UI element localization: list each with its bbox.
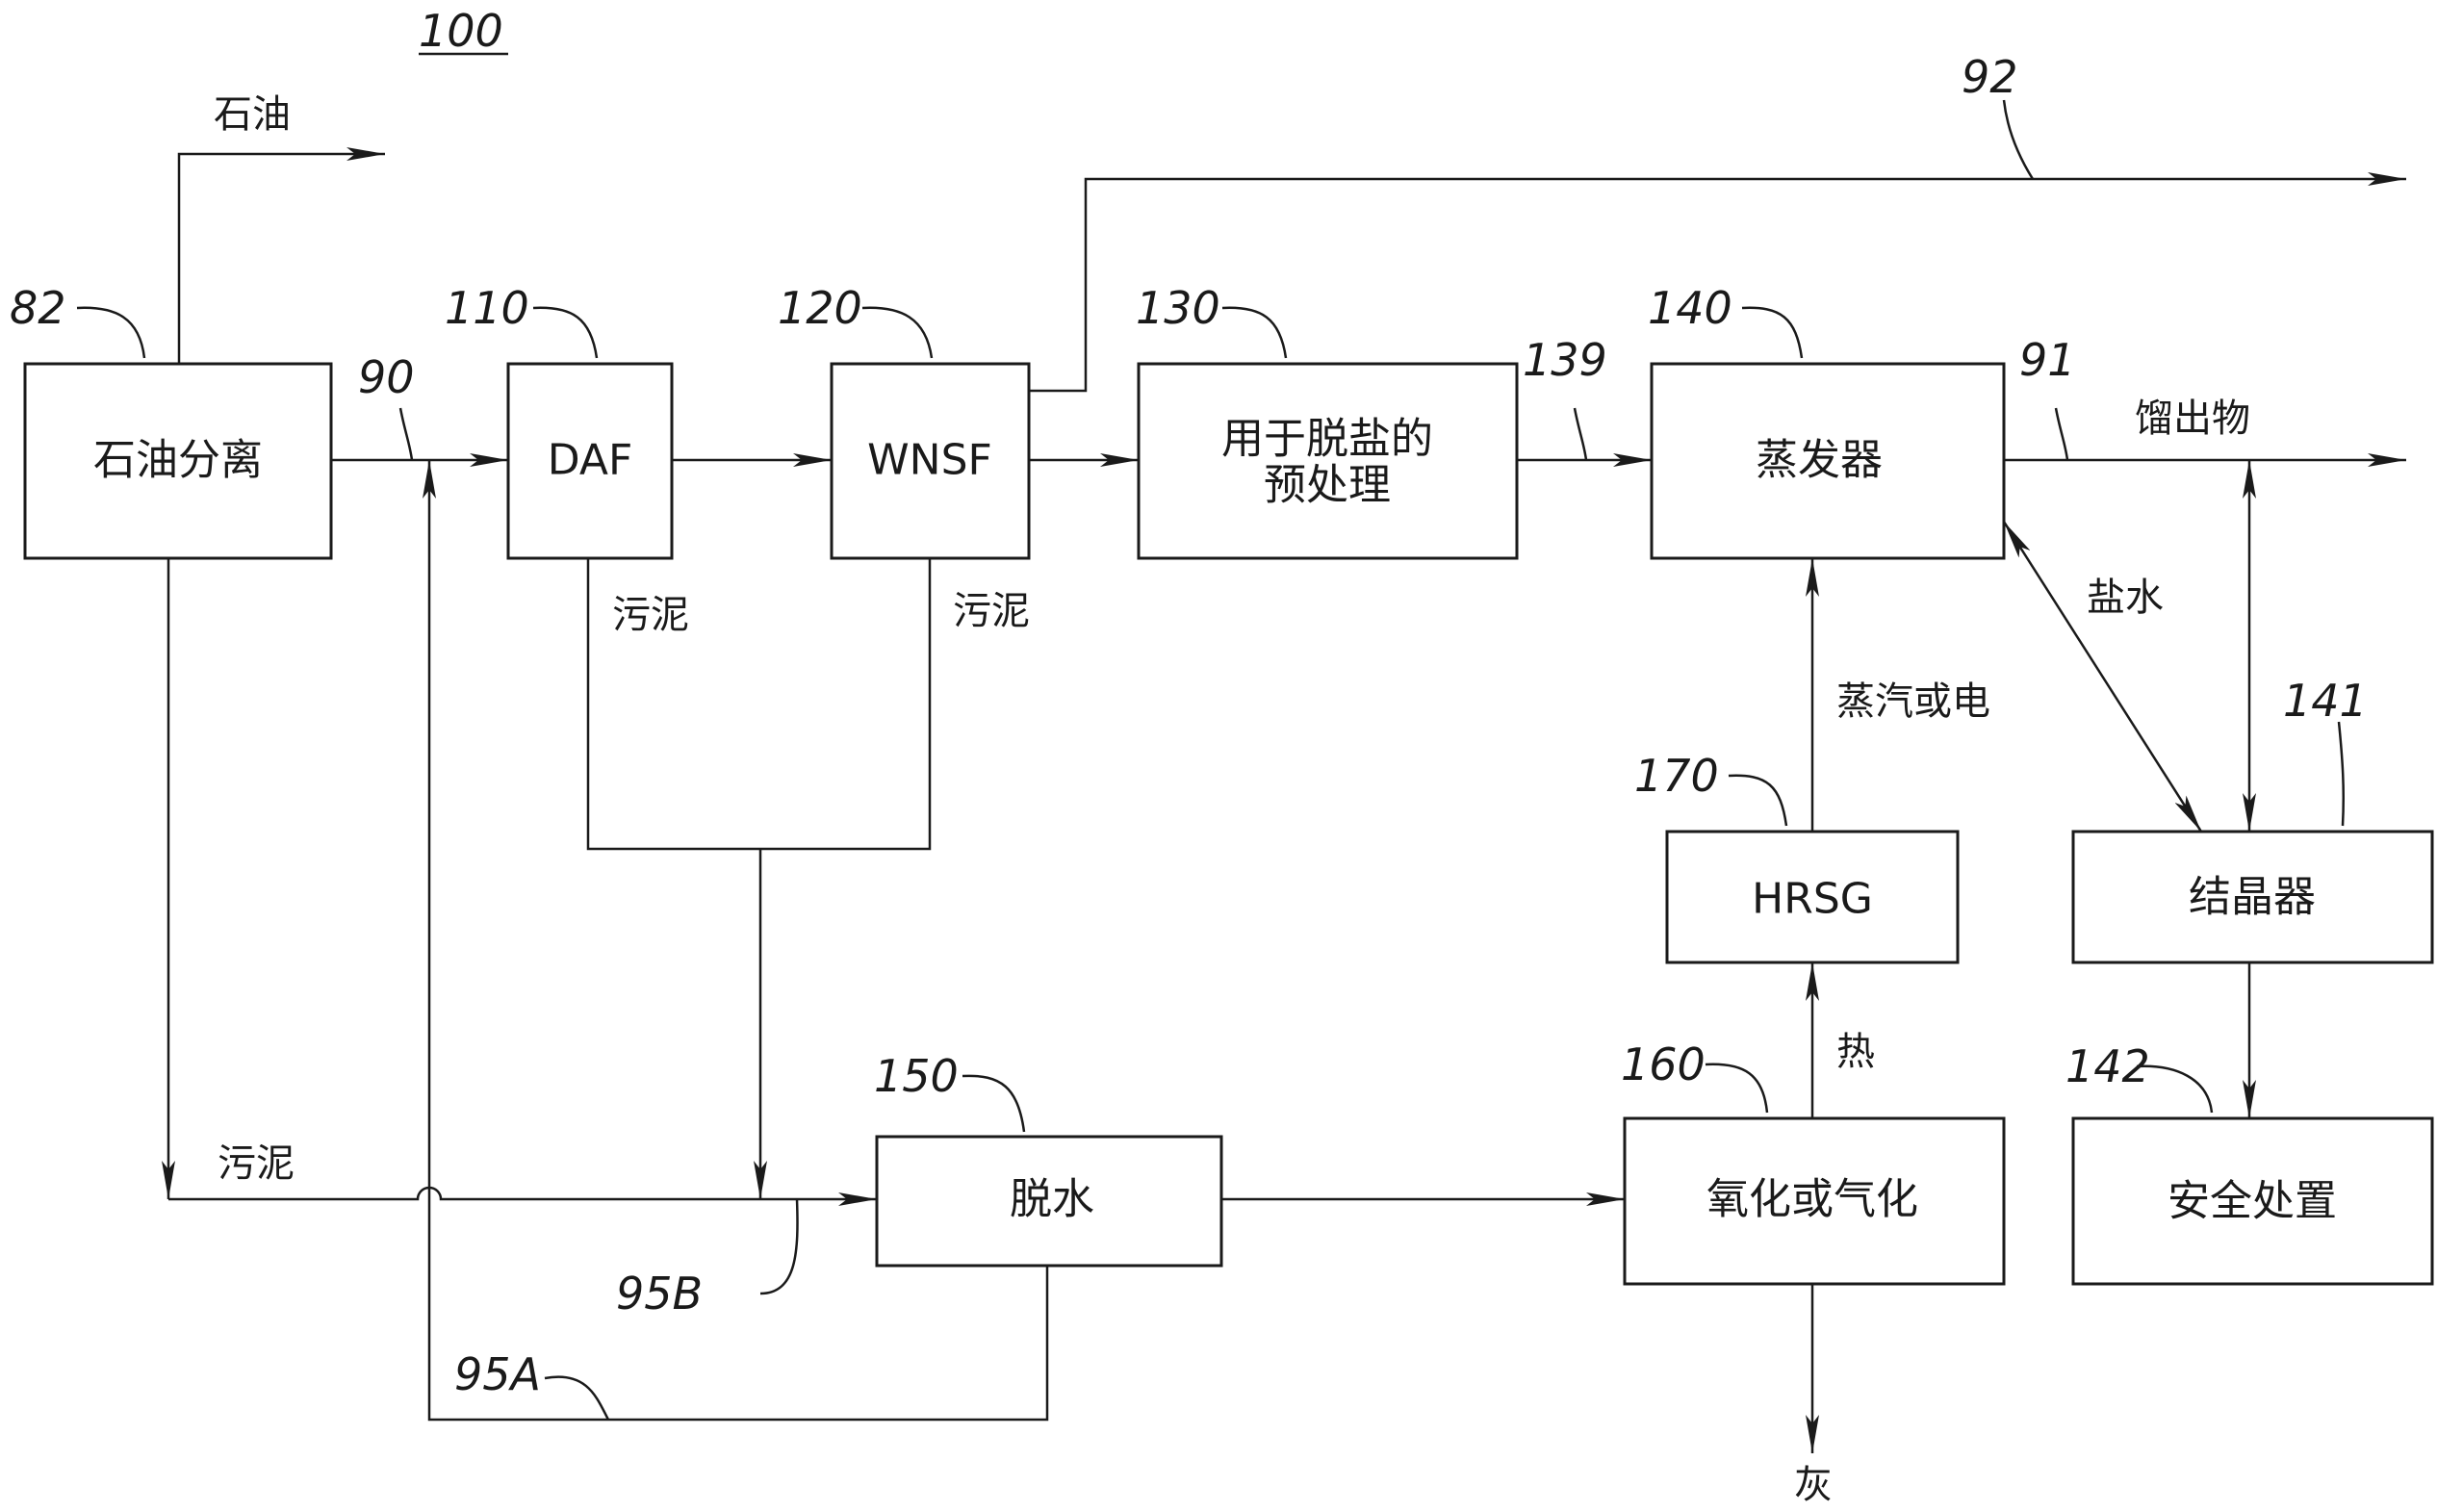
ref-90: 90 [358, 351, 415, 403]
ref-91: 91 [2019, 334, 2076, 386]
ref-110: 110 [445, 282, 529, 334]
leader-141 [2337, 721, 2346, 827]
stream-95b [168, 1186, 877, 1206]
ref-130: 130 [1136, 282, 1220, 334]
box-wnsf: WNSF [830, 362, 1031, 560]
box-dewatering: 脱水 [875, 1135, 1223, 1268]
label-brine: 盐水 [2087, 576, 2164, 620]
box-evaporator: 蒸发器 [1650, 362, 2006, 560]
stream-brine [2002, 521, 2203, 833]
box-oil-separation-label: 石油分离 [93, 436, 263, 485]
label-steam-or-power: 蒸汽或电 [1836, 679, 1990, 724]
leader-120 [861, 306, 934, 359]
box-daf: DAF [506, 362, 674, 560]
leader-95b [759, 1198, 799, 1295]
box-oxidation-label: 氧化或气化 [1706, 1175, 1918, 1224]
box-pretreatment-label-line2: 预处理 [1264, 461, 1391, 510]
box-crystallizer-label: 结晶器 [2189, 873, 2316, 922]
ref-92: 92 [1962, 51, 2018, 103]
leader-150 [962, 1074, 1026, 1133]
leader-90 [398, 407, 414, 461]
box-pretreatment-label-line1: 用于脱盐的 [1221, 415, 1433, 464]
leader-160 [1705, 1063, 1769, 1114]
label-sludge-wnsf: 污泥 [953, 589, 1030, 633]
ref-120: 120 [778, 282, 862, 334]
leader-140 [1741, 306, 1804, 359]
box-dewatering-label: 脱水 [1010, 1175, 1094, 1224]
box-daf-label: DAF [548, 436, 633, 485]
leader-92 [2002, 99, 2035, 180]
stream-sludge-collector [586, 558, 932, 851]
leader-110 [532, 306, 599, 359]
leader-95a [544, 1375, 610, 1421]
label-distillate: 馏出物 [2135, 397, 2250, 441]
box-evaporator-label: 蒸发器 [1756, 436, 1883, 485]
box-wnsf-label: WNSF [867, 436, 992, 485]
ref-95a: 95A [454, 1348, 541, 1400]
stream-oil-out [177, 147, 385, 364]
ref-139: 139 [1523, 334, 1607, 386]
box-hrsg: HRSG [1665, 830, 1960, 964]
ref-170: 170 [1634, 750, 1719, 802]
ref-160: 160 [1621, 1038, 1706, 1090]
stream-95a [423, 460, 1049, 1422]
ref-150: 150 [874, 1050, 959, 1102]
leader-139 [1573, 407, 1588, 461]
label-sludge-daf: 污泥 [612, 593, 689, 637]
ref-142: 142 [2065, 1040, 2150, 1092]
ref-140: 140 [1648, 282, 1732, 334]
ref-82: 82 [10, 282, 66, 334]
label-sludge-oil: 污泥 [218, 1141, 295, 1186]
leader-82 [76, 306, 146, 359]
box-crystallizer: 结晶器 [2071, 830, 2434, 964]
figure-number: 100 [419, 5, 503, 57]
leader-170 [1728, 774, 1788, 827]
label-oil-out: 石油 [214, 92, 291, 137]
box-hrsg-label: HRSG [1752, 875, 1873, 924]
label-ash: 灰 [1794, 1463, 1833, 1507]
box-oil-separation: 石油分离 [23, 362, 333, 560]
leader-142 [2136, 1064, 2214, 1114]
leader-91 [2054, 407, 2069, 461]
box-oxidation: 氧化或气化 [1623, 1116, 2006, 1286]
ref-141: 141 [2283, 675, 2368, 727]
label-heat: 热 [1836, 1030, 1875, 1074]
box-safe-disposal: 安全处置 [2071, 1116, 2434, 1286]
box-safe-disposal-label: 安全处置 [2168, 1177, 2337, 1226]
ref-95b: 95B [616, 1268, 703, 1320]
stream-92 [1029, 172, 2406, 393]
box-pretreatment: 用于脱盐的 预处理 [1137, 362, 1519, 560]
leader-130 [1221, 306, 1288, 359]
